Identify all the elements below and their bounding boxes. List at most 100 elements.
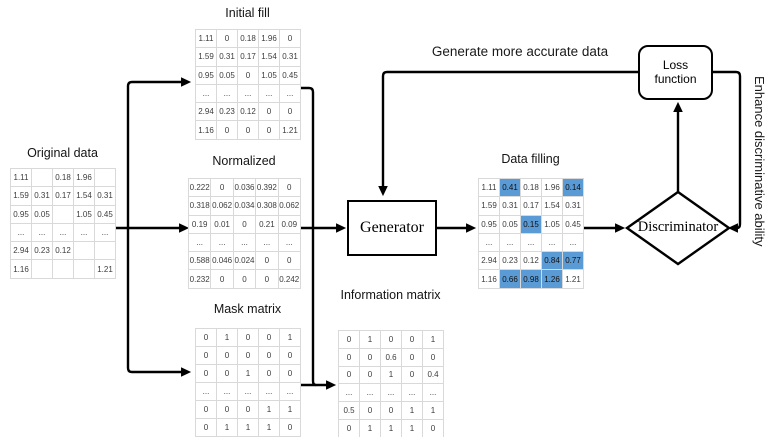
matrix-cell: 0 <box>233 215 257 234</box>
matrix-cell: 1 <box>402 402 423 420</box>
matrix-cell: 0.18 <box>53 169 74 188</box>
matrix-cell: 0.17 <box>521 197 542 216</box>
matrix-cell: 0 <box>259 347 280 365</box>
matrix-cell: ... <box>402 384 423 403</box>
matrix-cell: ... <box>256 233 279 253</box>
matrix-cell: 2.94 <box>196 103 217 122</box>
matrix-cell: 0 <box>360 366 381 385</box>
matrix-cell: ... <box>74 223 95 243</box>
generator-label: Generator <box>360 219 424 236</box>
matrix-cell: 0.95 <box>11 205 32 224</box>
arrow-original-to-mask <box>126 228 192 377</box>
matrix-cell: 0.14 <box>563 179 584 198</box>
discriminator-label: Discriminator <box>637 219 719 235</box>
initial-fill-title: Initial fill <box>225 6 270 20</box>
matrix-cell: 0 <box>256 270 279 289</box>
matrix-cell: 1.26 <box>542 270 563 289</box>
matrix-cell: 0 <box>381 402 402 420</box>
matrix-cell: 0.23 <box>500 252 521 271</box>
matrix-cell: 0.21 <box>256 215 279 234</box>
matrix-cell: ... <box>11 223 32 243</box>
matrix-cell: 0 <box>196 365 217 383</box>
original-data-title: Original data <box>27 146 98 160</box>
matrix-cell: 0.242 <box>278 270 301 289</box>
matrix-cell: 0.45 <box>280 66 301 85</box>
matrix-cell <box>53 260 74 279</box>
matrix-cell: ... <box>233 233 257 253</box>
matrix-cell: 0.31 <box>95 187 116 206</box>
matrix-cell: 0 <box>233 270 257 289</box>
loss-function-label: Loss function <box>654 58 697 86</box>
matrix-cell: 1.59 <box>479 197 500 216</box>
matrix-cell: ... <box>53 223 74 243</box>
matrix-cell: 0 <box>196 419 217 437</box>
arrow-original-to-initial-fill <box>126 77 192 228</box>
matrix-cell: 1.11 <box>196 30 217 49</box>
matrix-cell: 0 <box>238 329 259 347</box>
matrix-cell: 0.222 <box>189 179 212 198</box>
matrix-cell: 2.94 <box>479 252 500 271</box>
matrix-cell: 1.96 <box>542 179 563 198</box>
matrix-cell: ... <box>95 223 116 243</box>
matrix-cell: 0.45 <box>563 215 584 234</box>
matrix-cell: 0.18 <box>521 179 542 198</box>
matrix-cell: 0.19 <box>189 215 212 234</box>
matrix-cell: 0.95 <box>479 215 500 234</box>
matrix-cell: 0.12 <box>521 252 542 271</box>
generator-node: Generator <box>347 200 437 256</box>
matrix-cell: 1.59 <box>196 48 217 67</box>
matrix-cell: 0.01 <box>211 215 234 234</box>
matrix-cell: 0.31 <box>32 187 53 206</box>
matrix-cell: ... <box>280 383 301 401</box>
matrix-cell: 0 <box>280 30 301 49</box>
matrix-cell: 0.23 <box>32 242 53 261</box>
matrix-cell: ... <box>259 383 280 401</box>
matrix-cell: 0.17 <box>238 48 259 67</box>
loss-function-node: Loss function <box>638 45 713 100</box>
matrix-cell: ... <box>189 233 212 253</box>
matrix-cell: 0 <box>278 179 301 198</box>
matrix-cell: 0.046 <box>211 252 234 271</box>
matrix-cell: 1 <box>402 419 423 437</box>
matrix-cell: 0.09 <box>278 215 301 234</box>
matrix-cell: 1.11 <box>479 179 500 198</box>
matrix-cell: 1.59 <box>11 187 32 206</box>
matrix-cell: 0 <box>196 347 217 365</box>
matrix-cell: ... <box>563 233 584 253</box>
matrix-cell: 1.96 <box>74 169 95 188</box>
matrix-cell: 0 <box>211 179 234 198</box>
matrix-cell: 0.45 <box>95 205 116 224</box>
matrix-cell: 0 <box>217 401 238 419</box>
matrix-cell: 0 <box>423 419 444 437</box>
matrix-cell: 0 <box>280 365 301 383</box>
matrix-cell: 1 <box>423 331 444 349</box>
matrix-cell: 0 <box>238 401 259 419</box>
generate-feedback-annotation: Generate more accurate data <box>431 44 609 59</box>
matrix-cell: 0.392 <box>256 179 279 198</box>
matrix-cell: 1 <box>360 331 381 349</box>
matrix-cell: ... <box>280 84 301 104</box>
matrix-cell <box>95 169 116 188</box>
matrix-cell: 0 <box>259 365 280 383</box>
normalized-title: Normalized <box>212 154 276 168</box>
information-matrix-title: Information matrix <box>340 288 441 302</box>
enhance-feedback-annotation: Enhance discriminative ability <box>752 75 767 247</box>
matrix-cell: 0.18 <box>238 30 259 49</box>
matrix-cell <box>74 260 95 279</box>
matrix-cell: 1.16 <box>11 260 32 279</box>
matrix-cell: 0.034 <box>233 197 257 216</box>
matrix-cell: 1.21 <box>563 270 584 289</box>
matrix-cell: 1 <box>423 402 444 420</box>
matrix-cell: 0 <box>238 347 259 365</box>
matrix-cell: ... <box>423 384 444 403</box>
matrix-cell: ... <box>238 84 259 104</box>
matrix-cell: 0.84 <box>542 252 563 271</box>
mask-matrix-title: Mask matrix <box>213 302 282 316</box>
matrix-cell: 0.4 <box>423 366 444 385</box>
